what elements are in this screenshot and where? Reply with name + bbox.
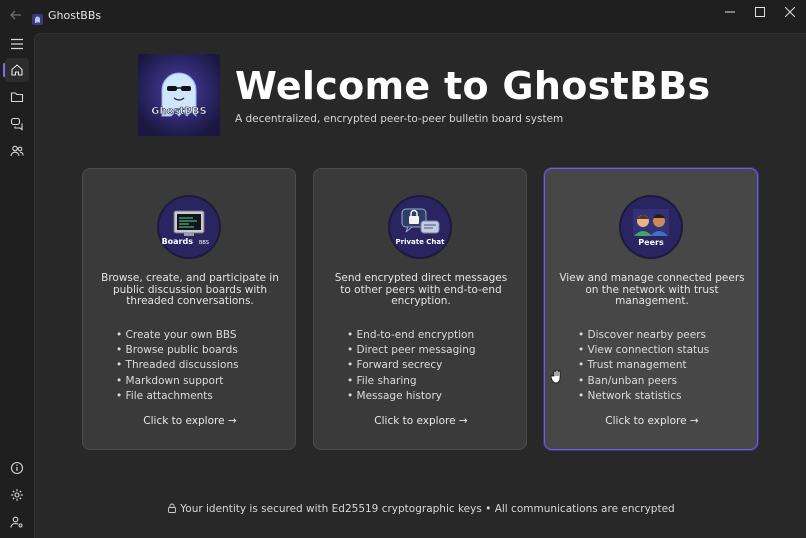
main-content: GhostBBS Welcome to GhostBBs A decentral…	[34, 33, 806, 538]
page-subtitle: A decentralized, encrypted peer-to-peer …	[235, 113, 564, 125]
svg-text:Boards: Boards	[162, 237, 194, 246]
list-item: Direct peer messaging	[347, 343, 476, 358]
list-item: Markdown support	[116, 374, 239, 389]
home-icon[interactable]	[5, 58, 29, 82]
peers-icon[interactable]	[5, 139, 29, 163]
mouse-cursor-icon	[550, 369, 563, 384]
folder-icon[interactable]	[5, 85, 29, 109]
svg-text:GhostBBS: GhostBBS	[151, 106, 206, 117]
explore-link[interactable]: Click to explore →	[605, 415, 699, 427]
list-item: Network statistics	[578, 389, 709, 404]
card-description: View and manage connected peers on the n…	[559, 272, 745, 307]
feature-list: End-to-end encryption Direct peer messag…	[347, 328, 476, 404]
explore-link[interactable]: Click to explore →	[374, 415, 468, 427]
list-item: File attachments	[116, 389, 239, 404]
list-item: View connection status	[578, 343, 710, 358]
close-icon[interactable]	[775, 0, 805, 24]
peers-icon: Peers	[619, 195, 683, 259]
window-title: GhostBBs	[48, 9, 102, 22]
private-chat-icon: Private Chat	[388, 195, 452, 259]
card-description: Browse, create, and participate in publi…	[101, 272, 279, 307]
list-item: Message history	[347, 389, 476, 404]
app-icon	[32, 10, 43, 25]
list-item: Create your own BBS	[116, 328, 239, 343]
feature-list: Discover nearby peers View connection st…	[578, 328, 710, 404]
card-description: Send encrypted direct messages to other …	[334, 272, 508, 307]
list-item: File sharing	[347, 374, 476, 389]
gear-icon[interactable]	[5, 483, 29, 507]
list-item: End-to-end encryption	[347, 328, 476, 343]
footer-text: Your identity is secured with Ed25519 cr…	[180, 503, 675, 515]
sidebar	[0, 32, 34, 538]
title-bar: GhostBBs	[0, 0, 806, 32]
feature-list: Create your own BBS Browse public boards…	[116, 328, 239, 404]
chat-icon[interactable]	[5, 112, 29, 136]
menu-icon[interactable]	[5, 32, 29, 56]
explore-link[interactable]: Click to explore →	[143, 415, 237, 427]
list-item: Forward secrecy	[347, 358, 476, 373]
private-chat-card[interactable]: Private Chat Send encrypted direct messa…	[313, 168, 527, 450]
list-item: Discover nearby peers	[578, 328, 709, 343]
svg-text:Peers: Peers	[638, 238, 664, 247]
info-icon[interactable]	[5, 456, 29, 480]
lock-icon	[167, 503, 177, 513]
boards-icon: Boards BBS	[157, 195, 221, 259]
back-arrow-icon[interactable]	[8, 8, 24, 24]
minimize-icon[interactable]	[715, 0, 745, 24]
maximize-icon[interactable]	[745, 0, 775, 24]
user-settings-icon[interactable]	[5, 510, 29, 534]
list-item: Trust management	[578, 358, 709, 373]
svg-text:BBS: BBS	[199, 240, 209, 246]
list-item: Ban/unban peers	[578, 374, 709, 389]
ghostbbs-logo: GhostBBS	[138, 54, 220, 136]
list-item: Browse public boards	[116, 343, 239, 358]
boards-card[interactable]: Boards BBS Browse, create, and participa…	[82, 168, 296, 450]
security-footer: Your identity is secured with Ed25519 cr…	[35, 503, 806, 515]
peers-card[interactable]: Peers View and manage connected peers on…	[544, 168, 758, 450]
svg-text:Private Chat: Private Chat	[396, 238, 446, 246]
active-indicator	[3, 63, 6, 77]
page-title: Welcome to GhostBBs	[235, 64, 711, 108]
list-item: Threaded discussions	[116, 358, 239, 373]
